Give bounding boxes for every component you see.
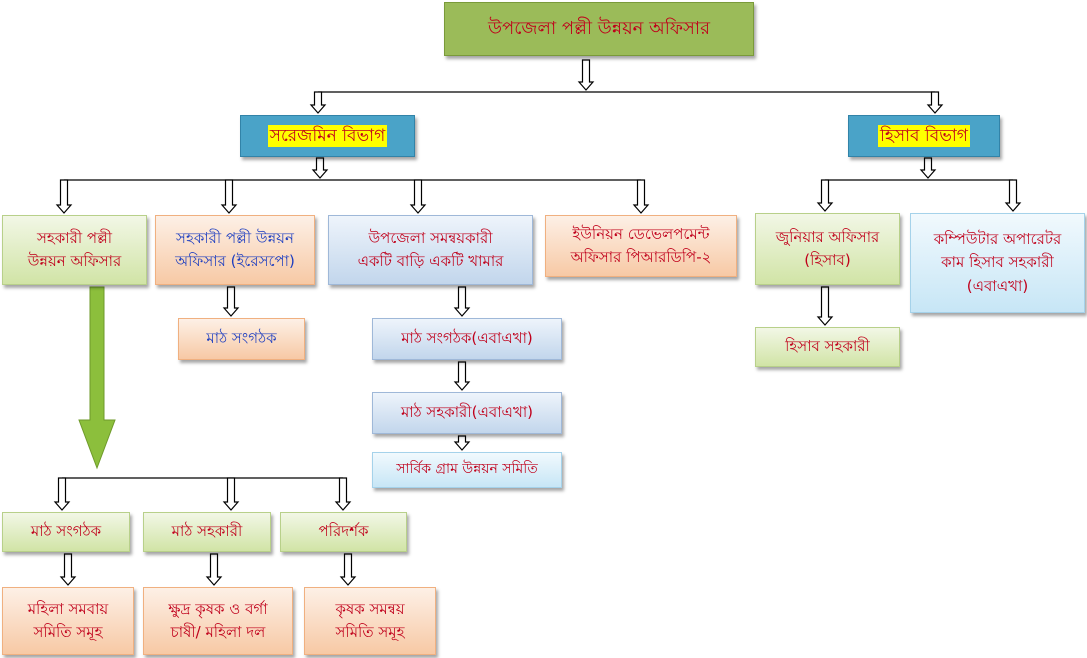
- dept-field-section[interactable]: সরেজমিন বিভাগ: [240, 115, 415, 157]
- down-arrow-icon: [919, 157, 937, 179]
- down-arrow-icon: [339, 553, 357, 586]
- box-field-organizer-ebek[interactable]: মাঠ সংগঠক(এবাএখা): [372, 318, 562, 360]
- box-small-farmer[interactable]: ক্ষুদ্র কৃষক ও বর্গাচাষী/ মহিলা দল: [143, 587, 293, 655]
- down-arrow-icon: [816, 286, 834, 326]
- down-arrow-icon: [409, 179, 427, 214]
- down-arrow-icon: [309, 91, 327, 114]
- box-village-committee[interactable]: সার্বিক গ্রাম উন্নয়ন সমিতি: [372, 452, 562, 488]
- down-arrow-icon: [59, 553, 77, 586]
- box-accounts-assistant[interactable]: হিসাব সহকারী: [755, 327, 900, 367]
- down-arrow-icon: [53, 477, 71, 511]
- down-arrow-icon: [222, 286, 240, 317]
- box-women-coop[interactable]: মহিলা সমবায়সমিতি সমূহ: [2, 587, 134, 655]
- box-field-assistant-ebek[interactable]: মাঠ সহকারী(এবাএখা): [372, 392, 562, 434]
- down-arrow-icon: [334, 477, 352, 511]
- down-arrow-icon: [55, 179, 73, 214]
- box-field-assistant[interactable]: মাঠ সহকারী: [143, 512, 271, 552]
- down-arrow-icon: [205, 553, 223, 586]
- box-upazila-coordinator[interactable]: উপজেলা সমন্বয়কারীএকটি বাড়ি একটি খামার: [328, 215, 533, 285]
- down-arrow-icon: [632, 179, 650, 214]
- dept-accounts-section[interactable]: হিসাব বিভাগ: [848, 115, 1000, 157]
- box-farmer-coop[interactable]: কৃষক সমন্বয়সমিতি সমূহ: [304, 587, 436, 655]
- down-arrow-icon: [220, 179, 238, 214]
- big-green-down-arrow-icon: [78, 286, 116, 470]
- down-arrow-icon: [453, 361, 471, 391]
- box-field-organizer-eresp[interactable]: মাঠ সংগঠক: [178, 318, 305, 360]
- box-inspector[interactable]: পরিদর্শক: [280, 512, 407, 552]
- down-arrow-icon: [926, 91, 944, 114]
- down-arrow-icon: [577, 59, 595, 91]
- box-asst-rdo[interactable]: সহকারী পল্লীউন্নয়ন অফিসার: [2, 215, 147, 285]
- box-junior-officer[interactable]: জুনিয়ার অফিসার(হিসাব): [755, 213, 900, 285]
- down-arrow-icon: [222, 477, 240, 511]
- down-arrow-icon: [816, 179, 834, 212]
- down-arrow-icon: [453, 286, 471, 317]
- down-arrow-icon: [311, 157, 329, 179]
- down-arrow-icon: [1004, 179, 1022, 212]
- top-box-upazila-rdo[interactable]: উপজেলা পল্লী উন্নয়ন অফিসার: [444, 2, 754, 56]
- down-arrow-icon: [453, 435, 471, 451]
- box-field-organizer[interactable]: মাঠ সংগঠক: [2, 512, 130, 552]
